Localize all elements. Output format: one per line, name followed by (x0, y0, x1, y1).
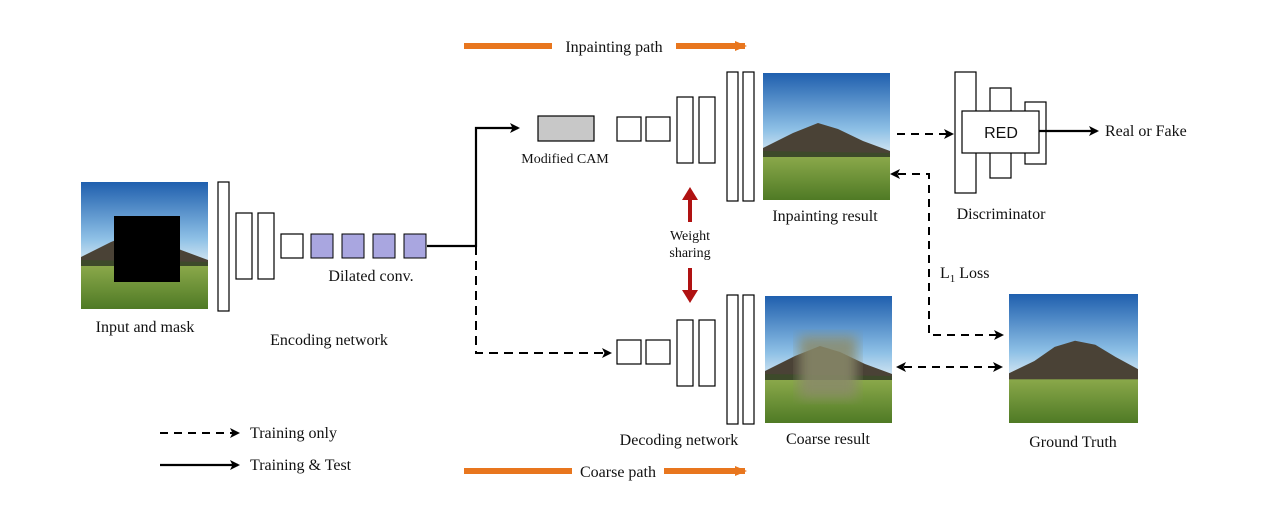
encoder-layer-2 (235, 212, 253, 280)
inpainting-path-label: Inpainting path (565, 39, 662, 56)
real-or-fake-label: Real or Fake (1105, 123, 1187, 140)
coarse-path-indicator: Coarse path (464, 464, 747, 481)
dilated-conv-block-4 (403, 233, 427, 259)
lower-decoder-layer-3 (676, 319, 694, 387)
legend-training-only: Training only (250, 425, 337, 442)
dashed-arrow-to-decoder (475, 246, 612, 358)
upper-decoder (537, 71, 755, 202)
encoder-layer-4 (280, 233, 304, 259)
coarse-path-label: Coarse path (580, 464, 656, 481)
dilated-conv-blocks (310, 233, 427, 259)
weight-sharing-up-head (682, 187, 698, 200)
dilated-conv-block-1 (310, 233, 334, 259)
coarse-result-label: Coarse result (786, 431, 871, 448)
encoder-layer-3 (257, 212, 275, 280)
l1-loss-connector (890, 169, 1004, 340)
upper-decoder-layer-3 (676, 96, 694, 164)
encoding-network-label: Encoding network (270, 332, 388, 349)
input-mask-image (81, 182, 208, 309)
lower-decoder-layer-2 (645, 339, 671, 365)
dilated-conv-block-3 (372, 233, 396, 259)
inpainting-result-label: Inpainting result (772, 208, 878, 225)
lower-decoder-layer-5 (726, 294, 739, 425)
coarse-result-image (765, 296, 892, 423)
upper-decoder-layer-5 (726, 71, 739, 202)
weight-sharing: Weight sharing (669, 187, 711, 303)
encoder-layer-1 (217, 181, 230, 312)
legend-training-test: Training & Test (250, 457, 352, 474)
upper-decoder-layer-1 (616, 116, 642, 142)
lower-decoder-layer-6 (742, 294, 755, 425)
mask-region (114, 216, 180, 282)
upper-decoder-layer-4 (698, 96, 716, 164)
dilated-conv-label: Dilated conv. (328, 268, 413, 285)
solid-arrow-to-cam (427, 123, 520, 248)
decoding-network-label: Decoding network (620, 432, 739, 449)
input-and-mask-label: Input and mask (96, 319, 195, 336)
lower-decoder-layer-4 (698, 319, 716, 387)
inpainting-path-indicator: Inpainting path (464, 39, 747, 56)
red-label: RED (984, 125, 1018, 142)
branch-connectors (427, 123, 612, 358)
upper-decoder-layer-2 (645, 116, 671, 142)
ground-truth-label: Ground Truth (1029, 434, 1117, 451)
modified-cam-block (537, 115, 595, 142)
blurred-region (799, 336, 857, 398)
encoding-network (217, 181, 304, 312)
weight-sharing-label-line2: sharing (669, 246, 710, 261)
weight-sharing-label-line1: Weight (670, 229, 710, 244)
l1-loss-label: L1 Loss (940, 265, 990, 285)
dilated-conv-block-2 (341, 233, 365, 259)
red-block (961, 110, 1040, 154)
modified-cam-label: Modified CAM (521, 152, 609, 167)
lower-decoder-layer-1 (616, 339, 642, 365)
discriminator-label: Discriminator (957, 206, 1047, 223)
ground-truth-image (1009, 294, 1138, 423)
lower-decoder (616, 294, 755, 425)
upper-decoder-layer-6 (742, 71, 755, 202)
weight-sharing-down-head (682, 290, 698, 303)
inpainting-result-image (763, 73, 890, 200)
legend: Training only Training & Test (160, 425, 352, 474)
